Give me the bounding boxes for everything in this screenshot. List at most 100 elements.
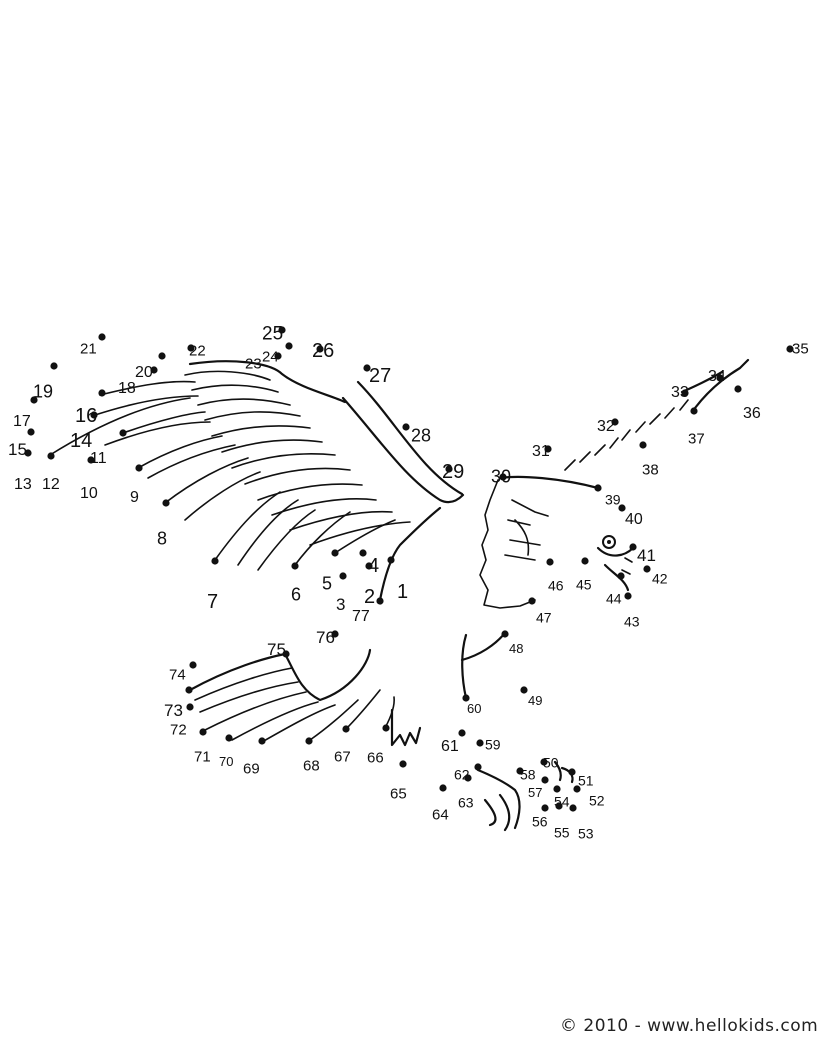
dot-number-label: 74	[169, 666, 186, 683]
dot-23: 23	[245, 352, 282, 372]
dot-number-label: 23	[245, 355, 262, 372]
dot-25: 25	[262, 323, 286, 344]
dot-number-label: 66	[367, 749, 384, 766]
dot-6: 6	[291, 562, 301, 605]
dot-marker	[439, 784, 447, 792]
dot-16: 16	[75, 389, 106, 427]
dot-marker	[734, 385, 742, 393]
dot-number-label: 34	[708, 368, 726, 385]
dot-marker	[690, 407, 698, 415]
dot-number-label: 13	[14, 476, 32, 493]
dot-73: 73	[164, 686, 193, 720]
dot-number-label: 30	[491, 467, 511, 487]
dot-number-label: 27	[369, 365, 391, 387]
dot-3: 3	[336, 572, 347, 614]
dot-marker	[90, 411, 98, 419]
dot-marker	[639, 441, 647, 449]
dot-marker	[305, 737, 313, 745]
dot-marker	[476, 739, 484, 747]
dot-number-label: 35	[792, 340, 809, 357]
dot-marker	[98, 389, 106, 397]
dot-1: 1	[387, 556, 408, 603]
dot-number-label: 32	[597, 418, 615, 435]
dot-number-label: 24	[262, 348, 279, 365]
dot-number-label: 68	[303, 757, 320, 774]
dot-number-label: 76	[316, 628, 335, 647]
dot-66: 66	[367, 724, 390, 766]
dot-number-label: 45	[576, 577, 592, 593]
dot-marker	[681, 389, 689, 397]
dot-75: 75	[267, 640, 290, 659]
dot-71: 71	[194, 728, 211, 765]
dot-marker	[528, 597, 536, 605]
dot-marker	[462, 694, 470, 702]
dot-10: 10	[80, 456, 98, 502]
dot-number-label: 42	[652, 571, 668, 587]
dot-marker	[331, 549, 339, 557]
dot-42: 42	[643, 565, 668, 587]
dot-marker	[445, 465, 453, 473]
dot-number-label: 55	[554, 825, 570, 841]
dot-53: 53	[569, 804, 594, 842]
dot-number-label: 73	[164, 701, 183, 720]
dot-number-label: 58	[520, 767, 536, 783]
dot-11: 11	[90, 429, 127, 467]
dot-number-label: 29	[442, 461, 464, 483]
dot-58: 58	[516, 767, 536, 783]
dot-marker	[629, 543, 637, 551]
dot-marker	[291, 562, 299, 570]
dot-12: 12	[42, 452, 60, 493]
dot-50: 50	[540, 755, 559, 771]
dot-number-label: 46	[548, 578, 564, 594]
dot-43: 43	[624, 592, 640, 630]
dot-45: 45	[576, 557, 592, 593]
dot-marker	[158, 352, 166, 360]
dot-marker	[499, 473, 507, 481]
dot-marker	[331, 630, 339, 638]
dot-22: 22	[187, 342, 206, 359]
dot-number-label: 25	[262, 323, 283, 344]
dot-marker	[546, 558, 554, 566]
dot-marker	[402, 423, 410, 431]
dot-number-label: 51	[578, 773, 594, 789]
dot-number-label: 19	[33, 382, 53, 402]
dot-51: 51	[568, 768, 594, 789]
eagle-outline-icon	[49, 358, 750, 832]
dot-number-label: 48	[509, 641, 523, 656]
dot-number-label: 77	[352, 608, 370, 625]
dot-46: 46	[546, 558, 564, 594]
dot-marker	[464, 774, 472, 782]
dot-marker	[617, 572, 625, 580]
dot-marker	[569, 804, 577, 812]
dot-marker	[258, 737, 266, 745]
dot-number-label: 16	[75, 405, 97, 427]
dot-marker	[199, 728, 207, 736]
dot-26: 26	[312, 340, 334, 362]
dot-marker	[363, 364, 371, 372]
dot-marker	[555, 802, 563, 810]
dot-13: 13	[14, 449, 32, 493]
dot-number-label: 57	[528, 785, 542, 800]
dot-34: 34	[708, 368, 726, 385]
dot-number-label: 50	[543, 755, 559, 771]
dot-number-label: 2	[364, 586, 375, 608]
dot-marker	[541, 804, 549, 812]
dot-number-label: 9	[130, 489, 139, 506]
dot-63: 63	[458, 774, 474, 811]
dot-marker	[568, 768, 576, 776]
dot-number-label: 63	[458, 795, 474, 811]
dot-marker	[520, 686, 528, 694]
dot-20: 20	[135, 352, 166, 381]
dot-41: 41	[629, 543, 656, 565]
dot-marker	[573, 785, 581, 793]
dot-72: 72	[170, 703, 194, 738]
dot-number-label: 7	[207, 591, 218, 613]
dot-number-label: 67	[334, 748, 351, 765]
dot-number-label: 6	[291, 585, 301, 605]
dot-36: 36	[734, 385, 761, 422]
dot-number-label: 26	[312, 340, 334, 362]
dot-marker	[376, 597, 384, 605]
dot-number-label: 44	[606, 591, 622, 607]
